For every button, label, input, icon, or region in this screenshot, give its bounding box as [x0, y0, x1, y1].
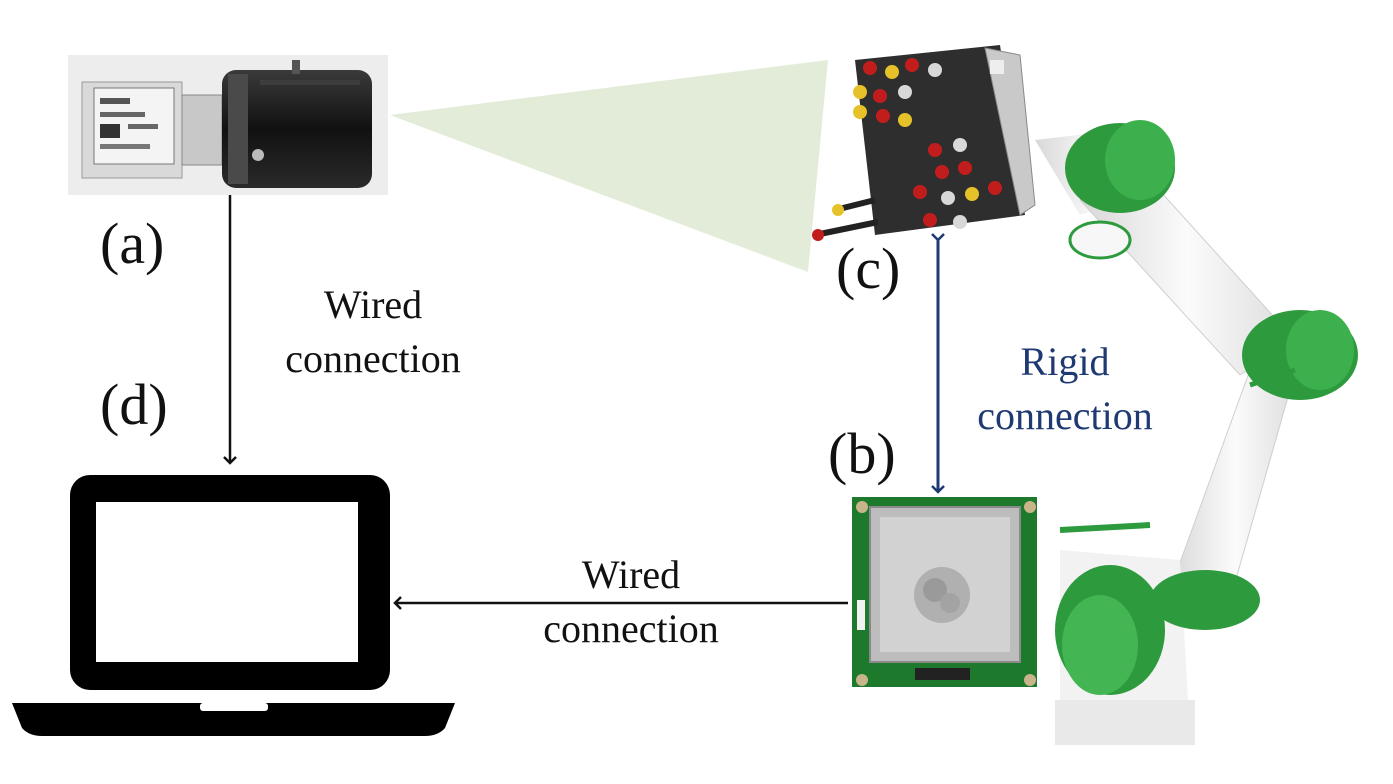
- connection-label-camera-laptop: Wired connection: [258, 278, 488, 386]
- connection-line-1: Rigid: [1020, 339, 1110, 384]
- connection-line-1: Wired: [323, 282, 423, 327]
- connection-label-sensor-laptop: Wired connection: [516, 548, 746, 656]
- connection-line-2: connection: [285, 336, 461, 381]
- label-b: (b): [828, 421, 896, 486]
- connection-label-rigid: Rigid connection: [945, 335, 1185, 443]
- camera-image: [68, 55, 388, 195]
- label-d: (d): [100, 372, 168, 437]
- connection-line-1: Wired: [581, 552, 681, 597]
- sensor-board-image: [852, 497, 1037, 687]
- label-a: (a): [100, 211, 165, 276]
- label-c: (c): [836, 236, 901, 301]
- target-plate-image: [812, 45, 1036, 241]
- camera-view-cone: [390, 60, 828, 272]
- robot-arm: [1035, 120, 1358, 745]
- connection-line-2: connection: [977, 393, 1153, 438]
- laptop-icon: [12, 475, 455, 736]
- connection-line-2: connection: [543, 606, 719, 651]
